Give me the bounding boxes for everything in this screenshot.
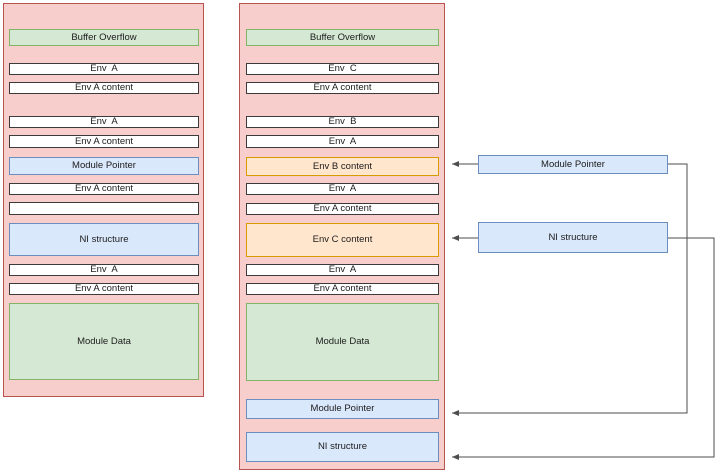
memory-block-env-a: Env A xyxy=(246,183,439,195)
memory-block-env-a-content: Env A content xyxy=(9,135,199,148)
memory-block-env-a-content: Env A content xyxy=(9,82,199,94)
memory-block-module-data: Module Data xyxy=(246,303,439,381)
external-module-pointer-box: Module Pointer xyxy=(478,155,668,174)
memory-block-env-a-content: Env A content xyxy=(9,283,199,295)
memory-block-env-a-content: Env A content xyxy=(246,283,439,295)
memory-block-ni-structure: NI structure xyxy=(9,223,199,256)
memory-block-ni-structure: NI structure xyxy=(246,432,439,462)
memory-block-env-c-content: Env C content xyxy=(246,223,439,257)
memory-block-env-a: Env A xyxy=(9,63,199,75)
connector-ni-structure-to-bottom-ni-structure xyxy=(452,237,715,460)
memory-block-env-a-content: Env A content xyxy=(246,203,439,215)
memory-block-env-a: Env A xyxy=(9,116,199,128)
memory-block-env-a: Env A xyxy=(246,264,439,276)
memory-block-env-b: Env B xyxy=(246,116,439,128)
external-ni-structure-box: NI structure xyxy=(478,222,668,253)
memory-block-module-pointer: Module Pointer xyxy=(246,399,439,419)
memory-block-empty xyxy=(9,202,199,215)
memory-block-env-a: Env A xyxy=(9,264,199,276)
memory-block-buffer-overflow: Buffer Overflow xyxy=(246,29,439,46)
memory-block-env-a-content: Env A content xyxy=(9,183,199,195)
memory-block-env-c: Env C xyxy=(246,63,439,75)
memory-block-env-a: Env A xyxy=(246,135,439,148)
memory-block-env-b-content: Env B content xyxy=(246,157,439,176)
memory-block-buffer-overflow: Buffer Overflow xyxy=(9,29,199,46)
memory-block-module-pointer: Module Pointer xyxy=(9,157,199,175)
connector-module-pointer-to-bottom-module-pointer xyxy=(452,163,688,416)
memory-block-env-a-content: Env A content xyxy=(246,82,439,94)
memory-block-module-data: Module Data xyxy=(9,303,199,380)
